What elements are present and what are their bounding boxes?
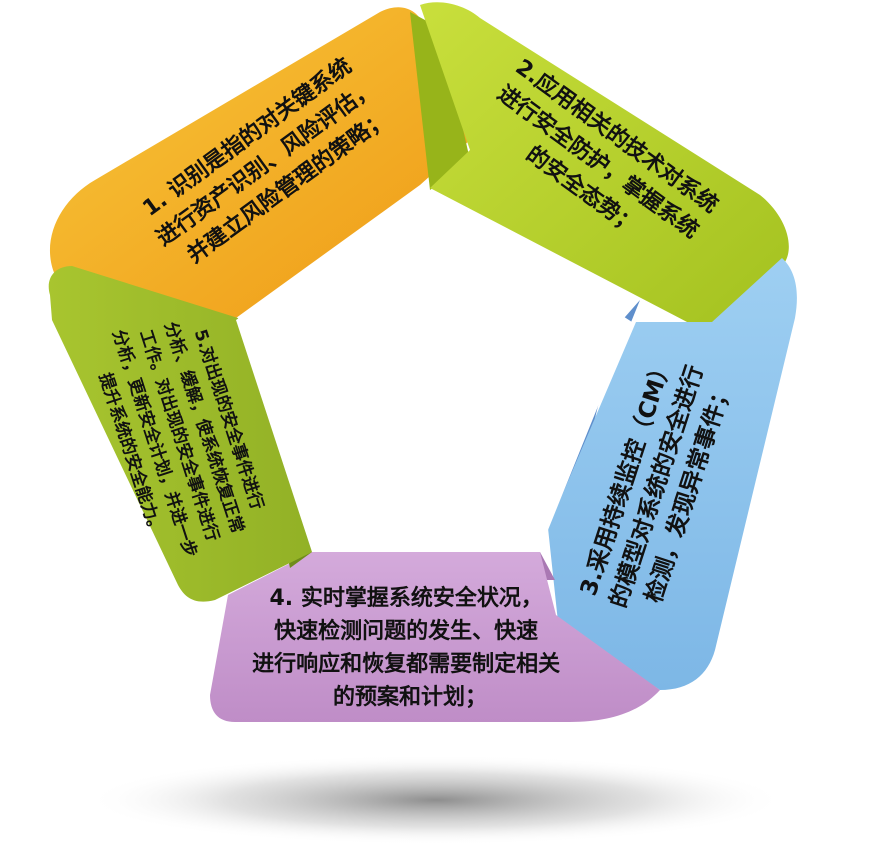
segment-4-shape (210, 552, 660, 722)
segment-2: 2.应用相关的技术对系统 进行安全防护，掌握系统 的安全态势； (410, 2, 789, 335)
segment-4-line-1: 4. 实时掌握系统安全状况， (270, 585, 543, 611)
segment-2-shape (420, 2, 789, 335)
center-pentagon (236, 190, 632, 552)
segment-3: 3.采用持续监控（CM） 的模型对系统的安全进行 检测，发现异常事件； (548, 258, 797, 690)
segment-4-line-3: 进行响应和恢复都需要制定相关 (252, 651, 560, 677)
ground-shadow (86, 755, 786, 845)
segment-4-line-2: 快速检测问题的发生、快速 (274, 618, 538, 644)
segment-4: 4. 实时掌握系统安全状况， 快速检测问题的发生、快速 进行响应和恢复都需要制定… (210, 552, 660, 722)
segment-4-line-4: 的预案和计划； (333, 684, 487, 710)
segment-3-shape (548, 258, 797, 690)
segment-4-text: 4. 实时掌握系统安全状况， 快速检测问题的发生、快速 进行响应和恢复都需要制定… (252, 585, 568, 710)
segment-1-shape (49, 7, 470, 319)
segment-2-side (410, 12, 470, 190)
